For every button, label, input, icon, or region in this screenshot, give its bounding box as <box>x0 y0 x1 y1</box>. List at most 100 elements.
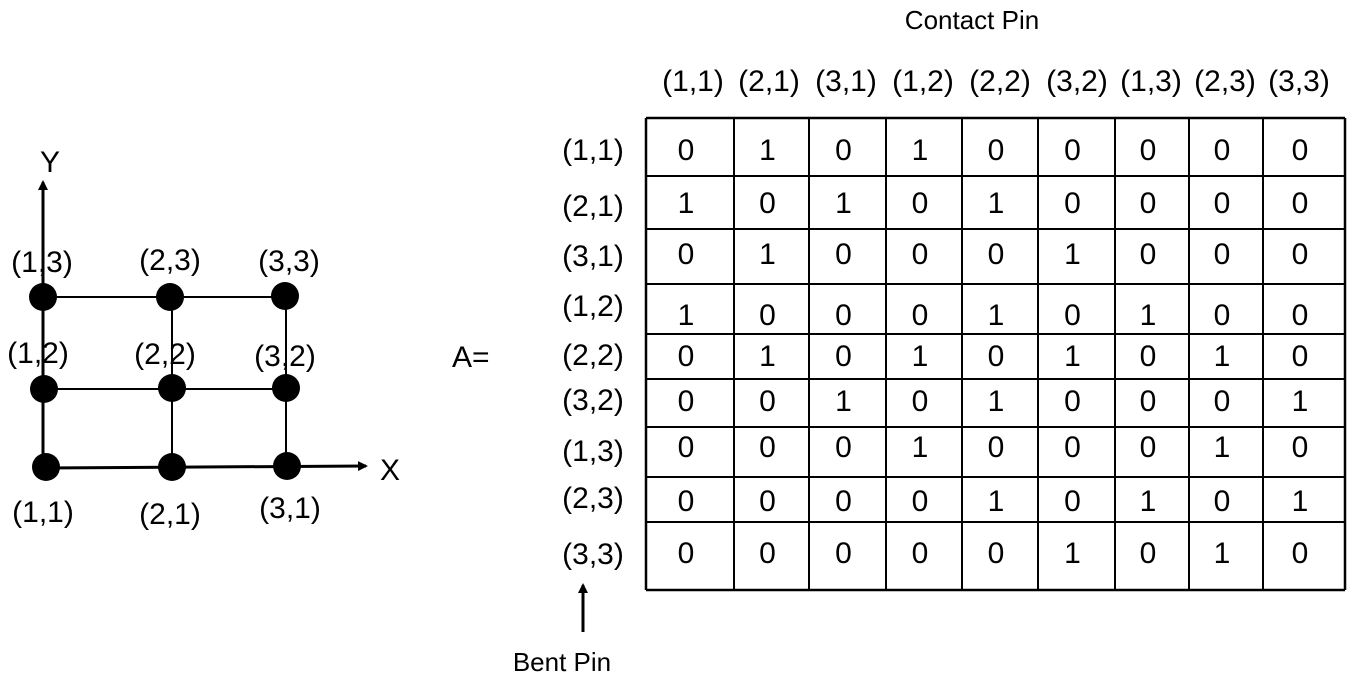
column-label: (2,3) <box>1194 65 1256 98</box>
matrix-cell: 0 <box>1064 431 1081 464</box>
bent-pin-title: Bent Pin <box>513 647 611 677</box>
node-label-1-1: (1,1) <box>12 496 74 529</box>
matrix-cell: 0 <box>759 385 776 418</box>
row-label: (1,1) <box>562 134 624 167</box>
matrix-cell: 0 <box>912 537 929 570</box>
column-label: (3,1) <box>815 65 877 98</box>
node-label-1-3: (1,3) <box>11 246 73 279</box>
matrix-cell: 1 <box>988 385 1005 418</box>
matrix-cell: 0 <box>1140 187 1157 220</box>
matrix-cell: 0 <box>678 340 695 373</box>
grid-node <box>273 452 301 480</box>
contact-pin-title: Contact Pin <box>905 5 1039 35</box>
grid-node <box>158 453 186 481</box>
grid-node <box>158 374 186 402</box>
matrix-cell: 0 <box>1064 385 1081 418</box>
matrix-cell: 0 <box>678 431 695 464</box>
matrix-cell: 0 <box>1140 134 1157 167</box>
matrix-cell: 0 <box>1064 299 1081 332</box>
matrix-name-label: A= <box>452 341 490 374</box>
matrix-cell: 0 <box>1214 134 1231 167</box>
column-labels: (1,1)(2,1)(3,1)(1,2)(2,2)(3,2)(1,3)(2,3)… <box>662 65 1330 98</box>
row-label: (3,2) <box>562 384 624 417</box>
matrix-cell: 0 <box>912 238 929 271</box>
pin-grid: Y X (1,1) (2,1) (3,1) (1,2) (2,2) (3,2) … <box>7 146 400 531</box>
row-label: (1,2) <box>562 290 624 323</box>
column-label: (1,1) <box>662 65 724 98</box>
column-label: (3,3) <box>1268 65 1330 98</box>
matrix-cell: 0 <box>1140 385 1157 418</box>
matrix-cell: 0 <box>1292 187 1309 220</box>
matrix-cell: 0 <box>1214 385 1231 418</box>
matrix-cell: 0 <box>1292 238 1309 271</box>
matrix-cell: 1 <box>1140 299 1157 332</box>
matrix-cell: 1 <box>835 187 852 220</box>
matrix-cell: 0 <box>678 238 695 271</box>
matrix-cell: 1 <box>759 340 776 373</box>
x-axis-label: X <box>380 454 400 487</box>
matrix-cell: 0 <box>678 134 695 167</box>
column-label: (2,1) <box>738 65 800 98</box>
matrix-cell: 1 <box>988 485 1005 518</box>
matrix-cell: 1 <box>1064 340 1081 373</box>
matrix-cell: 1 <box>1064 238 1081 271</box>
matrix-cell: 0 <box>912 485 929 518</box>
matrix-cell: 0 <box>1140 431 1157 464</box>
matrix-cell: 1 <box>1064 537 1081 570</box>
matrix-cell: 1 <box>912 340 929 373</box>
matrix-cell: 0 <box>1064 187 1081 220</box>
matrix-cell: 1 <box>1140 485 1157 518</box>
node-label-1-2: (1,2) <box>7 337 69 370</box>
matrix-cell: 0 <box>988 431 1005 464</box>
matrix-cell: 1 <box>912 431 929 464</box>
row-label: (3,1) <box>562 240 624 273</box>
row-label: (2,2) <box>562 339 624 372</box>
matrix-cell: 1 <box>678 187 695 220</box>
column-label: (2,2) <box>969 65 1031 98</box>
matrix-cell: 1 <box>988 299 1005 332</box>
matrix-cell: 0 <box>759 187 776 220</box>
node-label-2-3: (2,3) <box>139 244 201 277</box>
node-label-2-2: (2,2) <box>134 338 196 371</box>
matrix-cell: 1 <box>1214 340 1231 373</box>
matrix-cell: 0 <box>1292 431 1309 464</box>
matrix-cell: 0 <box>988 537 1005 570</box>
adjacency-matrix: A= Contact Pin Bent Pin (1,1) (2,1) (3,1) (… <box>452 5 1347 677</box>
matrix-cell: 1 <box>678 299 695 332</box>
row-labels: (1,1)(2,1)(3,1)(1,2)(2,2)(3,2)(1,3)(2,3)… <box>562 134 624 571</box>
node-label-3-1: (3,1) <box>259 492 321 525</box>
row-label: (2,1) <box>562 190 624 223</box>
matrix-cell: 0 <box>912 385 929 418</box>
matrix-cell: 0 <box>1214 187 1231 220</box>
node-label-2-1: (2,1) <box>139 498 201 531</box>
matrix-cell: 0 <box>1140 537 1157 570</box>
matrix-cell: 0 <box>988 340 1005 373</box>
matrix-cell: 0 <box>759 299 776 332</box>
matrix-cell: 0 <box>835 485 852 518</box>
grid-node <box>271 282 299 310</box>
matrix-cell: 0 <box>1140 340 1157 373</box>
matrix-cell: 1 <box>1214 537 1231 570</box>
matrix-cell: 1 <box>759 134 776 167</box>
matrix-grid-lines <box>644 116 1347 592</box>
matrix-cell: 0 <box>678 537 695 570</box>
matrix-cell: 1 <box>1214 431 1231 464</box>
matrix-cell: 0 <box>678 385 695 418</box>
matrix-cell: 0 <box>759 431 776 464</box>
matrix-cell: 0 <box>912 187 929 220</box>
matrix-cell: 0 <box>835 134 852 167</box>
matrix-cell: 0 <box>1214 485 1231 518</box>
matrix-cells: 0 1 0 1 0 0 0 0 0 1 0 1 0 1 0 0 0 0 0 1 0 0 0 1 0 0 0 1 0 0 0 1 0 1 0 0 0 1 0 1… <box>678 134 1309 570</box>
row-label: (1,3) <box>562 435 624 468</box>
matrix-cell: 0 <box>759 485 776 518</box>
matrix-cell: 0 <box>835 299 852 332</box>
node-label-3-2: (3,2) <box>254 340 316 373</box>
grid-node <box>272 374 300 402</box>
matrix-cell: 0 <box>759 537 776 570</box>
matrix-cell: 0 <box>1064 485 1081 518</box>
matrix-cell: 0 <box>988 238 1005 271</box>
matrix-cell: 0 <box>835 238 852 271</box>
matrix-cell: 1 <box>912 134 929 167</box>
matrix-cell: 0 <box>1214 299 1231 332</box>
